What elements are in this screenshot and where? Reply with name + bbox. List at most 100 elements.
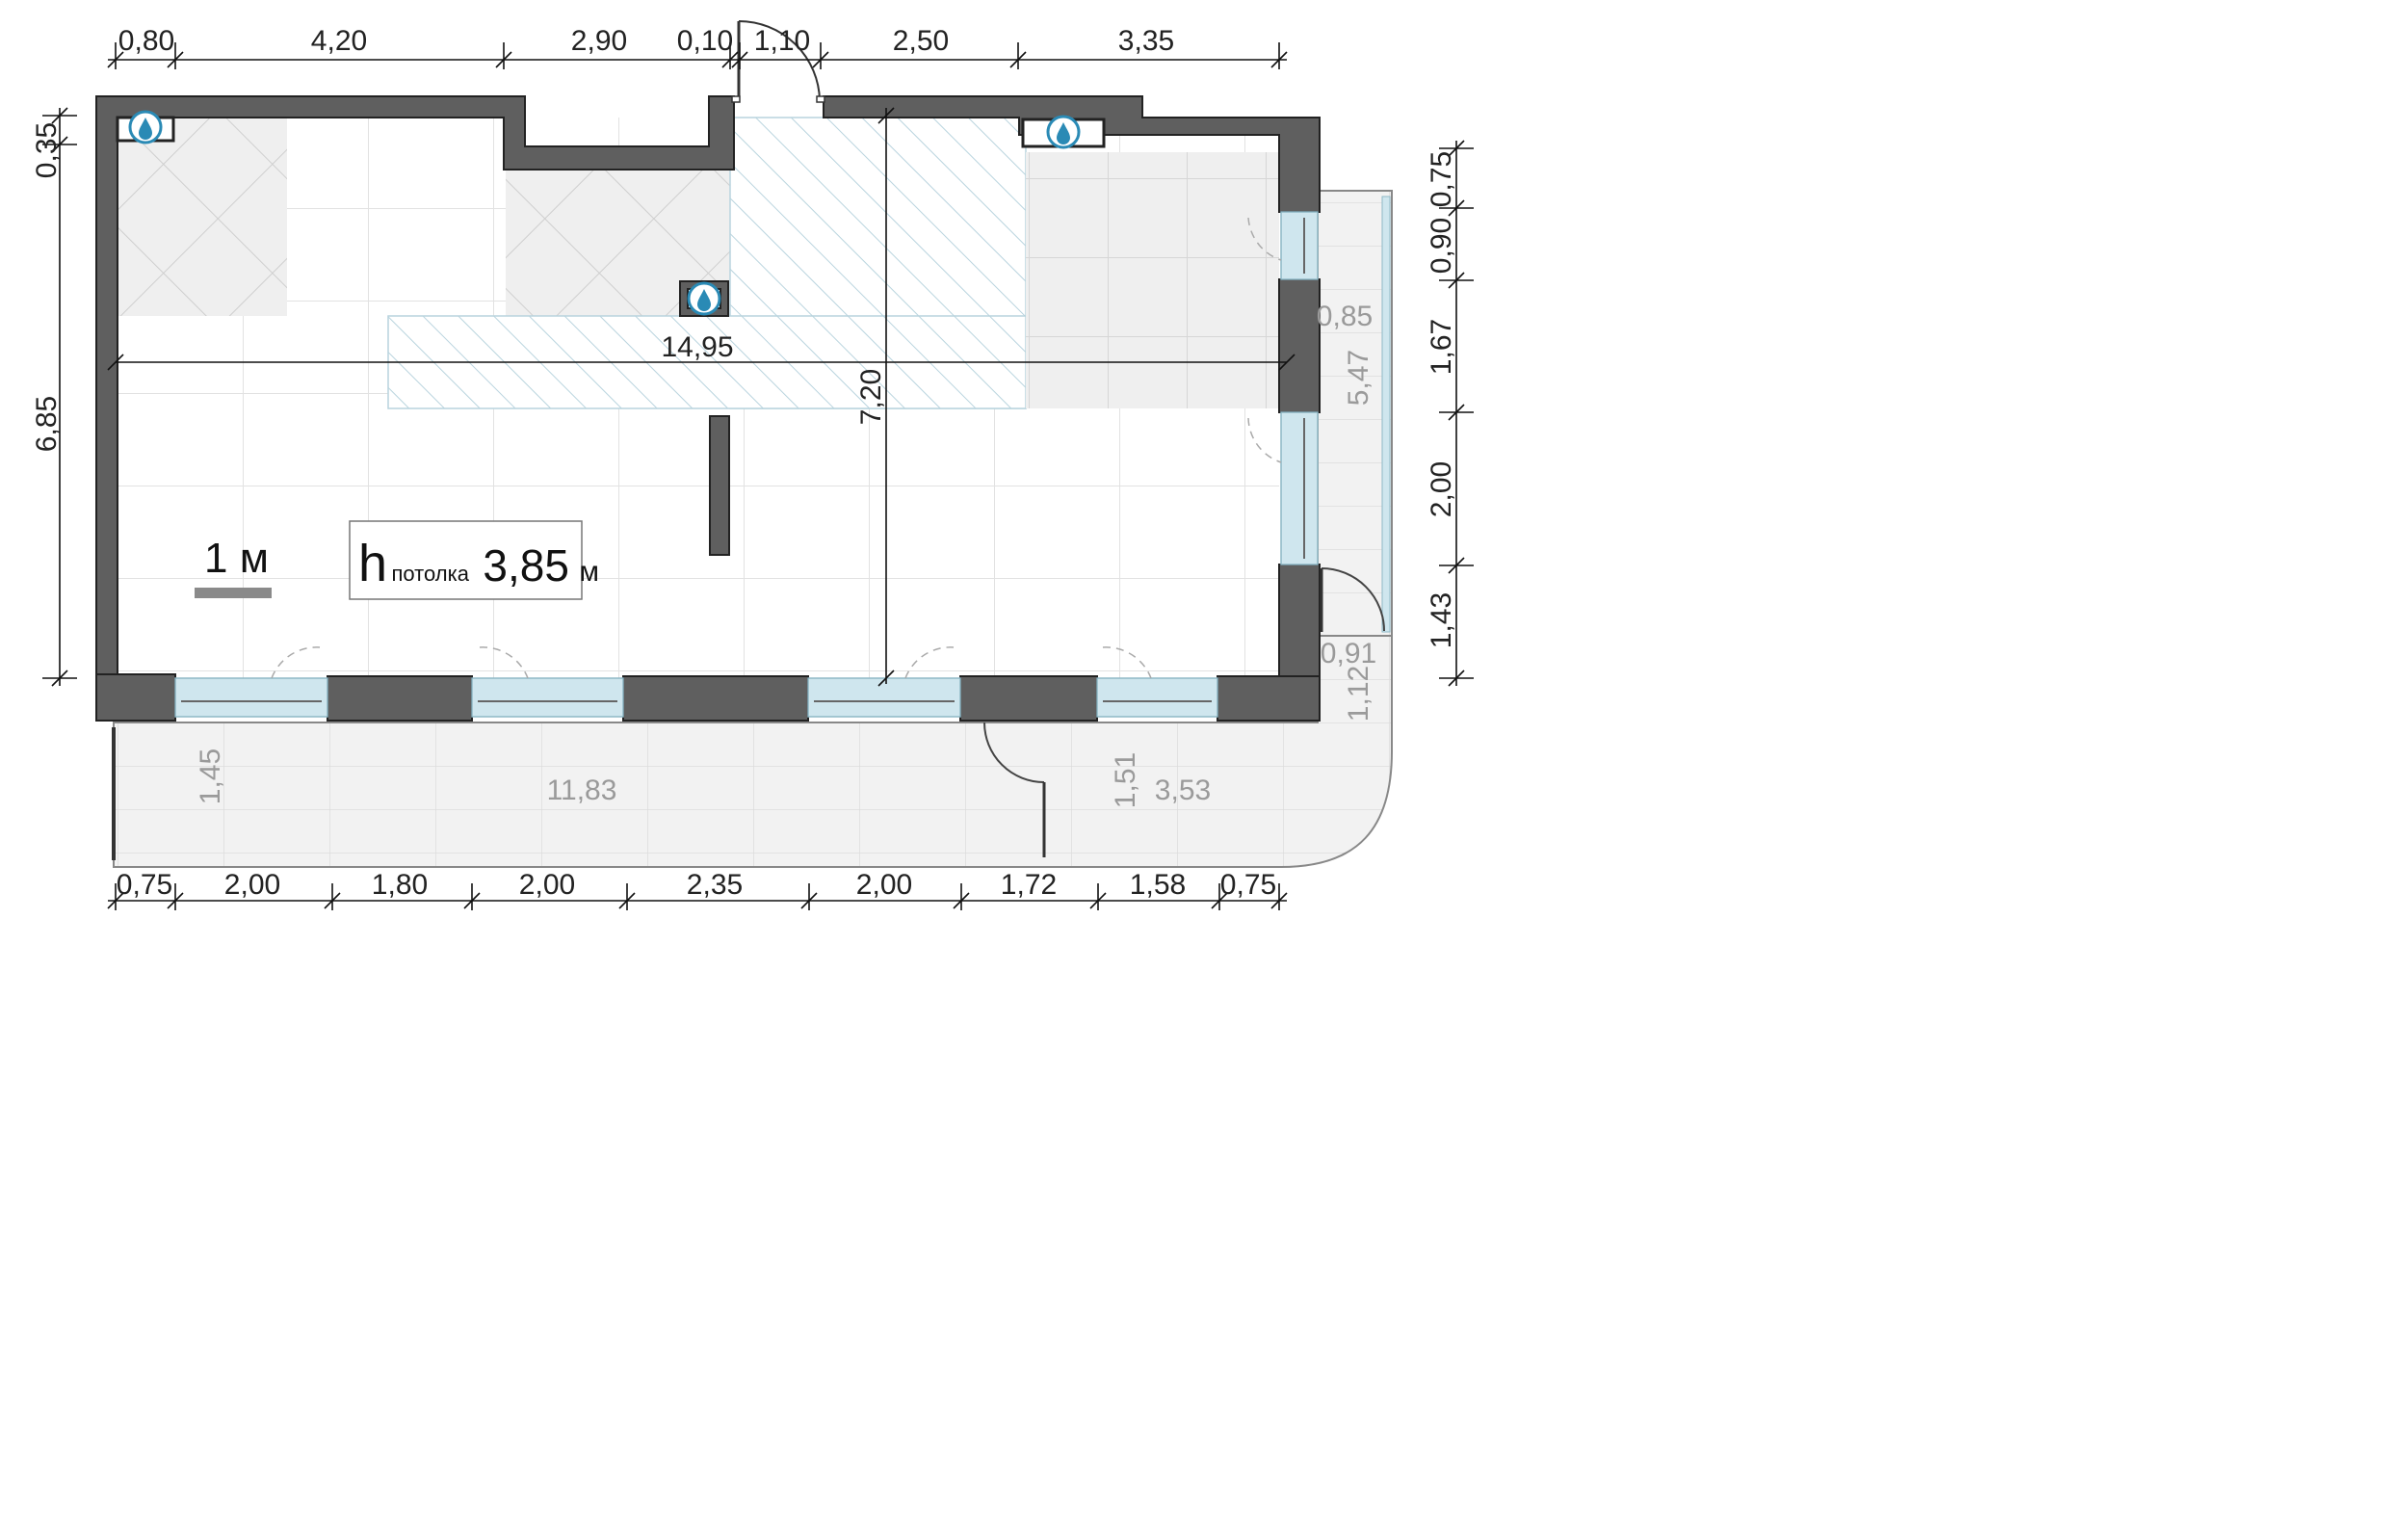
dim-top-4: 0,10: [677, 25, 733, 57]
dim-bottom-tick-0: [107, 892, 124, 909]
dim-top-7: 3,35: [1118, 25, 1174, 57]
dim-right-tick-5: [1448, 670, 1465, 687]
balcony-group: [112, 190, 1393, 868]
dim-top-5: 1,10: [754, 25, 810, 57]
dim-top-1: 0,80: [118, 25, 174, 57]
dim-bottom-7: 1,72: [1001, 869, 1057, 901]
dim-top-tick-4: [731, 51, 748, 68]
ceiling-height-label: h потолка 3,85 м: [349, 520, 599, 600]
dim-bottom-1: 0,75: [117, 869, 172, 901]
dim-left-2: 6,85: [31, 396, 63, 452]
dim-balcony-bottom-corner: 3,53: [1155, 775, 1211, 806]
wall-bottom-pier-3: [959, 675, 1098, 722]
dim-top-tick-2: [495, 51, 512, 68]
dim-left-tick-1: [51, 136, 68, 153]
dim-left-tick-2: [51, 670, 68, 687]
scale-bar-rect: [195, 588, 272, 598]
ceiling-sub: потолка: [392, 562, 470, 586]
dim-balcony-right-length: 5,47: [1343, 350, 1374, 406]
dim-balcony-bottom-depth-right: 1,51: [1110, 752, 1141, 808]
dim-top-tick-1: [167, 51, 184, 68]
dim-bottom-5: 2,35: [687, 869, 743, 901]
tile-zone-right: [1026, 152, 1279, 408]
dim-right-2: 0,90: [1426, 218, 1457, 274]
door-balcony-bottom: [983, 722, 1046, 857]
ceiling-unit: м: [579, 556, 599, 588]
ceiling-text: h потолка 3,85 м: [358, 535, 599, 592]
dim-balcony-bottom-length: 11,83: [547, 775, 617, 806]
dim-balcony-corner-width: 0,91: [1321, 638, 1376, 670]
dim-bottom-9: 0,75: [1220, 869, 1276, 901]
dim-bottom-tick-3: [463, 892, 481, 909]
dim-right-tick-3: [1448, 404, 1465, 421]
water-riser-2: [679, 280, 729, 317]
ceiling-value: 3,85: [483, 540, 569, 591]
window-bottom-4: [1096, 677, 1218, 718]
dim-top-2: 4,20: [311, 25, 367, 57]
water-riser-1: [116, 110, 175, 144]
window-bottom-2: [471, 677, 624, 718]
window-sash-lines: [181, 218, 1305, 702]
dim-bottom-tick-4: [618, 892, 636, 909]
dim-bottom-tick-7: [1089, 892, 1107, 909]
tile-zone-left: [118, 118, 287, 316]
water-riser-3: [1021, 115, 1106, 149]
dim-top-tick-3: [721, 51, 739, 68]
dims-right: 0,75 0,90 1,67 2,00 1,43: [1426, 151, 1457, 648]
scale-bar: 1 м: [195, 535, 272, 598]
dim-top-tick-0: [107, 51, 124, 68]
dim-balcony-bottom-depth-left: 1,45: [195, 748, 226, 804]
dim-bottom-tick-9: [1270, 892, 1288, 909]
window-bottom-3: [807, 677, 961, 718]
dim-bottom-tick-8: [1211, 892, 1228, 909]
dim-bottom-2: 2,00: [224, 869, 280, 901]
dim-right-tick-4: [1448, 557, 1465, 574]
window-right-2: [1280, 411, 1319, 565]
dim-total-depth: 7,20: [855, 369, 887, 425]
dim-right-tick-1: [1448, 199, 1465, 217]
dim-left-1: 0,35: [31, 122, 63, 178]
water-drop-icon: [687, 281, 721, 316]
dim-bottom-4: 2,00: [519, 869, 575, 901]
dim-bottom-tick-6: [953, 892, 970, 909]
wall-bottom-corner-left: [95, 673, 176, 722]
interior-column: [709, 415, 730, 556]
wall-top-right: [823, 95, 1321, 213]
scale-label: 1 м: [204, 535, 269, 582]
window-group: [174, 211, 1319, 718]
dim-total-width-tick-0: [107, 354, 124, 371]
wall-bottom-corner-right: [1217, 675, 1321, 722]
dim-bottom-6: 2,00: [856, 869, 912, 901]
dim-right-4: 2,00: [1426, 461, 1457, 517]
dim-right-5: 1,43: [1426, 592, 1457, 648]
water-drop-icon: [1046, 115, 1081, 149]
dim-balcony-right-width: 0,85: [1317, 301, 1373, 332]
dim-bottom-tick-5: [800, 892, 818, 909]
dim-bottom-tick-2: [324, 892, 341, 909]
dim-right-tick-0: [1448, 140, 1465, 157]
dim-bottom-3: 1,80: [372, 869, 428, 901]
wall-bottom-pier-1: [327, 675, 473, 722]
dim-top-tick-7: [1270, 51, 1288, 68]
ceiling-h: h: [358, 535, 387, 592]
dim-balcony-corner-depth: 1,12: [1343, 666, 1374, 722]
dim-right-1: 0,75: [1426, 151, 1457, 207]
water-drop-icon: [128, 110, 163, 144]
dims-bottom: 0,75 2,00 1,80 2,00 2,35 2,00 1,72 1,58 …: [117, 869, 1276, 901]
dim-top-tick-6: [1009, 51, 1027, 68]
door-swing-icon: [271, 217, 1282, 679]
dim-right-3: 1,67: [1426, 319, 1457, 375]
dim-top-tick-5: [812, 51, 829, 68]
window-bottom-1: [174, 677, 328, 718]
ceiling-box: [349, 520, 583, 600]
wall-bottom-pier-2: [622, 675, 809, 722]
dim-bottom-tick-1: [167, 892, 184, 909]
dim-total-width: 14,95: [661, 331, 733, 363]
door-balcony-right: [1320, 567, 1385, 632]
dim-total-width-tick-1: [1278, 354, 1296, 371]
dim-total-depth-tick-1: [877, 670, 895, 687]
dim-left-tick-0: [51, 107, 68, 124]
dim-top-3: 2,90: [571, 25, 627, 57]
dimension-lines: [42, 42, 1474, 910]
